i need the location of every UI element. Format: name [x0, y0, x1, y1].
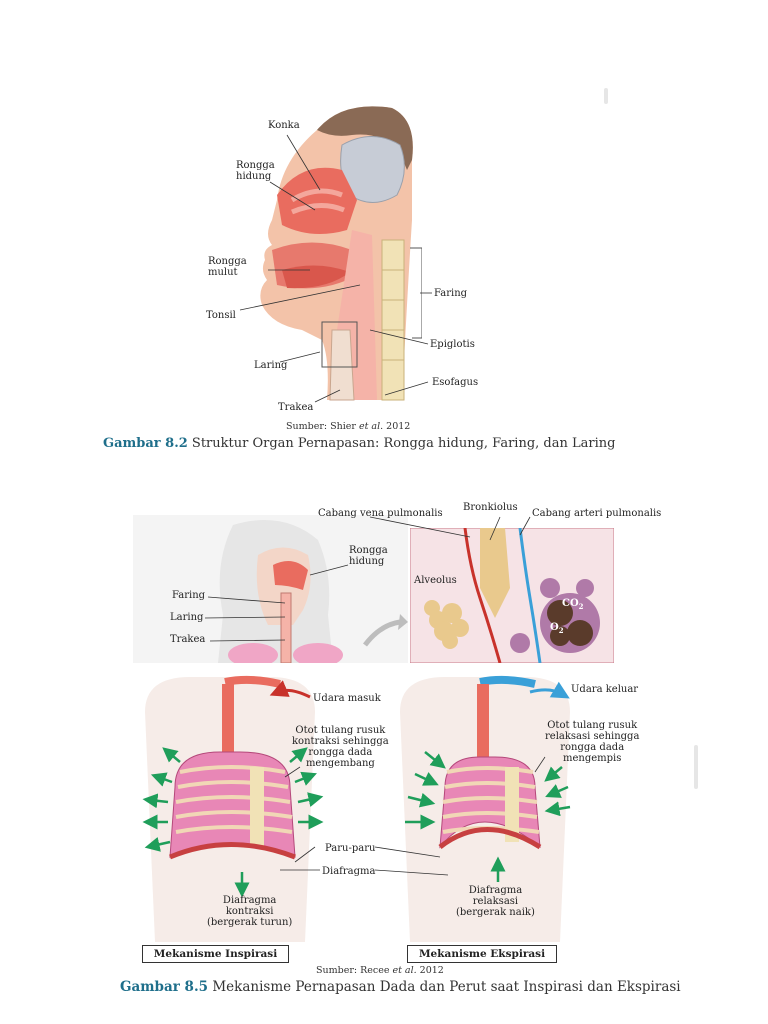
label-rongga-hidung-2: Rongga hidung	[349, 545, 388, 567]
label-mekanisme-ekspirasi: Mekanisme Ekspirasi	[407, 945, 557, 963]
label-otot-kontraksi: Otot tulang rusuk kontraksi sehingga ron…	[292, 725, 389, 769]
label-diafragma-relaksasi: Diafragma relaksasi (bergerak naik)	[456, 885, 535, 918]
label-laring: Laring	[254, 360, 288, 371]
label-paru-paru: Paru-paru	[325, 843, 376, 854]
label-diafragma-kontraksi: Diafragma kontraksi (bergerak turun)	[207, 895, 293, 928]
expiration-torso-illustration	[400, 675, 570, 942]
co2-sub: 2	[578, 602, 584, 611]
figure-8-2-leader-lines	[239, 134, 432, 403]
source-etal-2: et al.	[392, 965, 417, 976]
label-cabang-vena-pulmonalis: Cabang vena pulmonalis	[318, 508, 443, 519]
label-rongga-hidung: Rongga hidung	[236, 160, 275, 182]
label-o2: O2	[550, 622, 564, 636]
co2-text: CO	[562, 598, 579, 609]
label-diafragma: Diafragma	[322, 866, 376, 877]
caption-text: Struktur Organ Pernapasan: Rongga hidung…	[187, 436, 616, 451]
caption-number-2: Gambar 8.5	[120, 979, 209, 995]
label-udara-masuk: Udara masuk	[313, 693, 381, 704]
label-rongga-mulut: Rongga mulut	[208, 256, 247, 278]
figure-8-5-caption: Gambar 8.5 Mekanisme Pernapasan Dada dan…	[120, 979, 681, 995]
label-konka: Konka	[268, 120, 300, 131]
label-tonsil: Tonsil	[206, 310, 236, 321]
figure-8-5-source: Sumber: Recee et al. 2012	[316, 965, 444, 976]
label-cabang-arteri-pulmonalis: Cabang arteri pulmonalis	[532, 508, 662, 519]
source-prefix-2: Sumber: Recee	[316, 965, 393, 976]
label-epiglotis: Epiglotis	[430, 339, 475, 350]
caption-text-2: Mekanisme Pernapasan Dada dan Perut saat…	[208, 979, 681, 995]
label-faring: Faring	[434, 288, 468, 299]
o2-sub: 2	[558, 626, 564, 635]
source-year: 2012	[383, 421, 411, 432]
label-co2: CO2	[562, 598, 584, 612]
label-laring-2: Laring	[170, 612, 204, 623]
source-etal: et al.	[358, 421, 384, 432]
figure-8-2-source: Sumber: Shier et al. 2012	[286, 421, 410, 432]
label-udara-keluar: Udara keluar	[571, 684, 639, 695]
figure-8-2-caption: Gambar 8.2 Struktur Organ Pernapasan: Ro…	[103, 436, 615, 451]
caption-number: Gambar 8.2	[103, 436, 188, 451]
label-bronkiolus: Bronkiolus	[463, 502, 518, 513]
lower-arrows-and-leaders	[142, 680, 571, 898]
connect-arrow-icon	[363, 614, 408, 647]
label-trakea-2: Trakea	[170, 634, 206, 645]
label-mekanisme-inspirasi: Mekanisme Inspirasi	[142, 945, 289, 963]
inspiration-torso-illustration	[145, 675, 315, 942]
head-cross-section-illustration	[260, 106, 422, 401]
label-faring-2: Faring	[172, 590, 206, 601]
source-prefix: Sumber: Shier	[286, 421, 359, 432]
source-year-2: 2012	[416, 965, 444, 976]
label-trakea: Trakea	[278, 402, 314, 413]
label-esofagus: Esofagus	[432, 377, 479, 388]
upper-airway-illustration	[133, 515, 408, 663]
alveoli-illustration	[410, 528, 614, 663]
scroll-marker-top	[604, 88, 608, 104]
scroll-marker-middle	[694, 745, 698, 789]
upper-leader-lines	[204, 516, 531, 642]
o2-text: O	[550, 622, 559, 633]
label-otot-relaksasi: Otot tulang rusuk relaksasi sehingga ron…	[545, 720, 640, 764]
label-alveolus: Alveolus	[414, 575, 457, 586]
